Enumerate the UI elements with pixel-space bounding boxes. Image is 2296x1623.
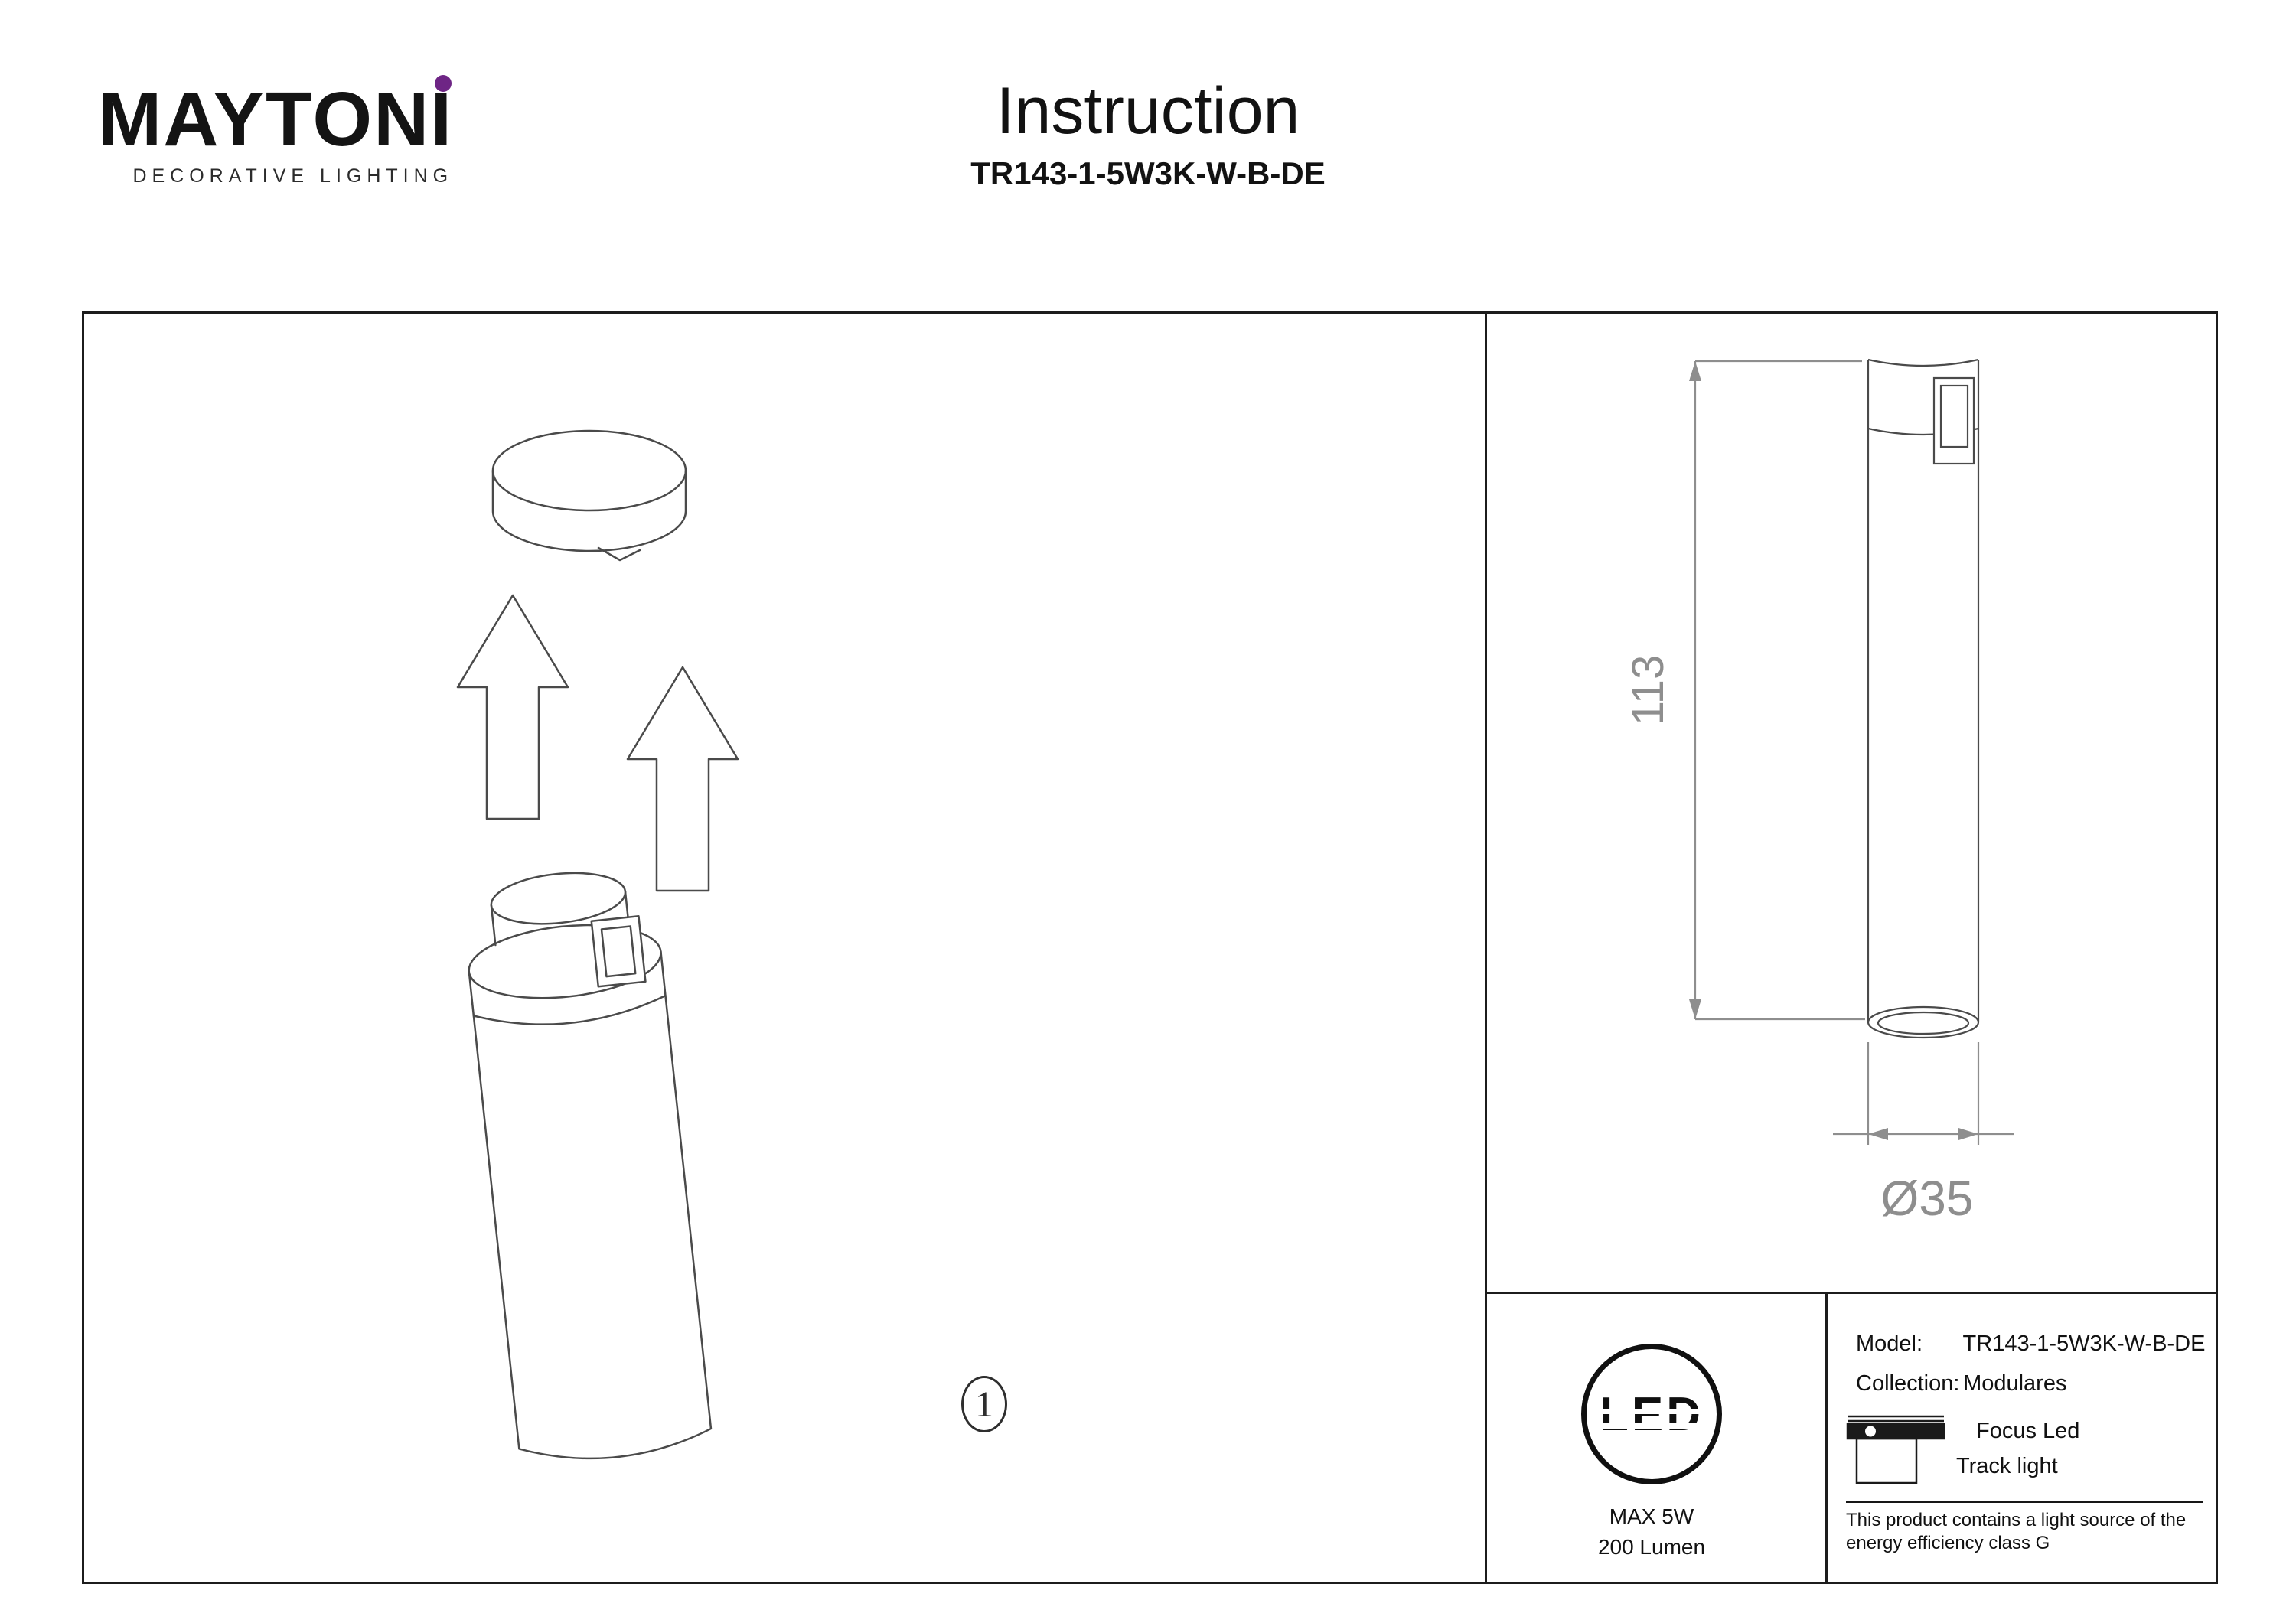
model-label: Model: (1856, 1331, 1923, 1356)
sheet-frame (82, 311, 2218, 1584)
track-light-icon (1846, 1415, 1945, 1484)
collection-value: Modulares (1963, 1371, 2067, 1396)
brand-text-main: MAYTON (98, 77, 431, 162)
model-row: Model: TR143-1-5W3K-W-B-DE (1856, 1331, 2205, 1357)
diameter-dimension-lines (1833, 1042, 2014, 1145)
page-title: Instruction (996, 74, 1300, 148)
cylinder-front-view (1867, 358, 1980, 1039)
led-stripe (1602, 1423, 1712, 1429)
model-subtitle: TR143-1-5W3K-W-B-DE (970, 155, 1326, 191)
brand-wordmark: MAYTONI (98, 75, 453, 158)
diameter-dimension-label: Ø35 (1881, 1171, 1974, 1226)
brand-text-i: I (430, 77, 454, 162)
track-adapter-part (490, 872, 647, 988)
spec-divider-horizontal (1485, 1292, 2218, 1294)
dimension-drawing: 113 Ø35 (1623, 358, 2014, 1226)
up-arrow-icon (456, 594, 569, 820)
brand-tagline: DECORATIVE LIGHTING (132, 165, 454, 187)
led-stripe (1602, 1409, 1712, 1414)
collection-label: Collection: (1856, 1371, 1960, 1396)
note-divider (1846, 1501, 2203, 1503)
collection-row: Collection: Modulares (1856, 1371, 2066, 1396)
step-number-badge: 1 (961, 1376, 1007, 1432)
max-power-label: MAX 5W (1609, 1504, 1694, 1528)
energy-efficiency-note: This product contains a light source of … (1846, 1510, 2187, 1553)
body-part (468, 872, 713, 1460)
spec-divider-vertical (1825, 1292, 1828, 1584)
product-type-line2: Track light (1956, 1454, 2058, 1478)
exploded-view-drawing (456, 429, 739, 1460)
title-block: Instruction TR143-1-5W3K-W-B-DE (0, 75, 2296, 192)
step-number: 1 (975, 1383, 993, 1425)
led-label: LED (1600, 1387, 1704, 1441)
height-dimension-label: 113 (1623, 655, 1673, 725)
cap-part (491, 429, 687, 562)
panel-divider-vertical (1485, 311, 1487, 1584)
led-badge: LED (1581, 1344, 1722, 1484)
lumen-label: 200 Lumen (1597, 1535, 1706, 1559)
height-dimension-lines (1689, 360, 1865, 1021)
product-type-line1: Focus Led (1976, 1419, 2080, 1443)
up-arrow-icon (626, 666, 739, 892)
brand-logo: MAYTONI DECORATIVE LIGHTING (98, 75, 454, 187)
model-value: TR143-1-5W3K-W-B-DE (1962, 1331, 2206, 1356)
brand-dot-icon (435, 75, 452, 92)
